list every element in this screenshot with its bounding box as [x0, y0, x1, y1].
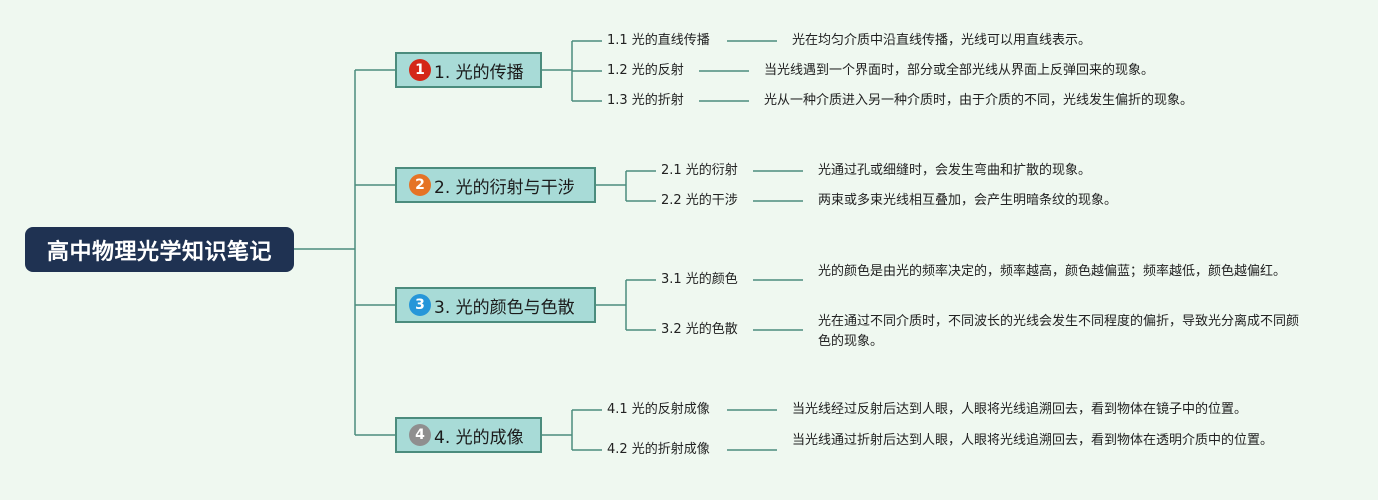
leaf-note-1-3: 光从一种介质进入另一种介质时，由于介质的不同，光线发生偏折的现象。: [764, 93, 1194, 108]
branch-label: 3. 光的颜色与色散: [434, 297, 575, 318]
number-1-icon: 1: [409, 59, 431, 81]
branch-node-2[interactable]: 2 2. 光的衍射与干涉: [395, 167, 596, 203]
sub-topic-1-1[interactable]: 1.1 光的直线传播: [607, 33, 710, 48]
leaf-note-4-1: 当光线经过反射后达到人眼，人眼将光线追溯回去，看到物体在镜子中的位置。: [792, 402, 1248, 417]
branch-node-4[interactable]: 4 4. 光的成像: [395, 417, 542, 453]
root-node[interactable]: 高中物理光学知识笔记: [25, 227, 294, 272]
root-title: 高中物理光学知识笔记: [46, 239, 272, 265]
branch-label: 1. 光的传播: [434, 62, 524, 83]
leaf-note-4-2: 当光线通过折射后达到人眼，人眼将光线追溯回去，看到物体在透明介质中的位置。: [792, 433, 1274, 448]
leaf-note-3-1: 光的颜色是由光的频率决定的，频率越高，颜色越偏蓝；频率越低，颜色越偏红。: [818, 264, 1287, 279]
number-2-icon: 2: [409, 174, 431, 196]
leaf-note-2-1: 光通过孔或细缝时，会发生弯曲和扩散的现象。: [818, 163, 1092, 178]
leaf-note-1-1: 光在均匀介质中沿直线传播，光线可以用直线表示。: [792, 33, 1092, 48]
branch-node-3[interactable]: 3 3. 光的颜色与色散: [395, 287, 596, 323]
branch-label: 4. 光的成像: [434, 427, 524, 448]
sub-topic-3-1[interactable]: 3.1 光的颜色: [661, 272, 738, 287]
sub-topic-4-2[interactable]: 4.2 光的折射成像: [607, 442, 710, 457]
leaf-note-2-2: 两束或多束光线相互叠加，会产生明暗条纹的现象。: [818, 193, 1118, 208]
sub-topic-1-3[interactable]: 1.3 光的折射: [607, 93, 684, 108]
branch-node-1[interactable]: 1 1. 光的传播: [395, 52, 542, 88]
leaf-note-3-2: 光在通过不同介质时，不同波长的光线会发生不同程度的偏折，导致光分离成不同颜色的现…: [818, 314, 1300, 349]
sub-topic-4-1[interactable]: 4.1 光的反射成像: [607, 402, 710, 417]
leaf-note-1-2: 当光线遇到一个界面时，部分或全部光线从界面上反弹回来的现象。: [764, 63, 1155, 78]
number-3-icon: 3: [409, 294, 431, 316]
sub-topic-1-2[interactable]: 1.2 光的反射: [607, 63, 684, 78]
sub-topic-2-1[interactable]: 2.1 光的衍射: [661, 163, 738, 178]
branch-label: 2. 光的衍射与干涉: [434, 177, 575, 198]
number-4-icon: 4: [409, 424, 431, 446]
sub-topic-3-2[interactable]: 3.2 光的色散: [661, 322, 738, 337]
sub-topic-2-2[interactable]: 2.2 光的干涉: [661, 193, 738, 208]
